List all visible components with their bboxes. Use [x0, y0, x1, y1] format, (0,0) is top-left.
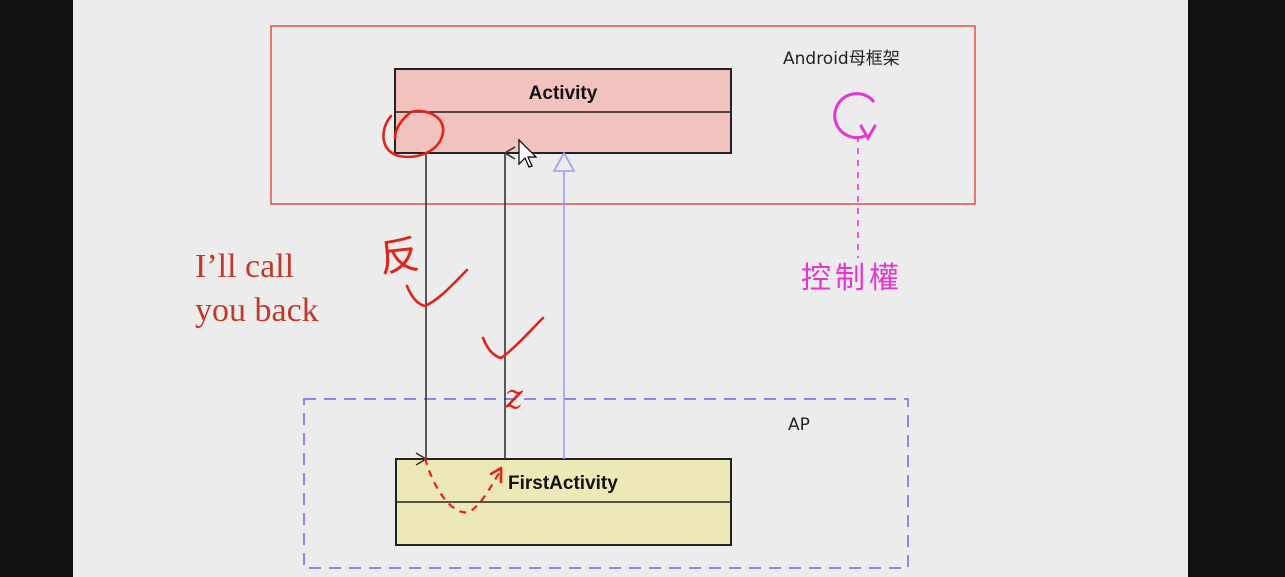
- control-label: 控制權: [801, 261, 903, 296]
- uml-diagram: Android母框架 Activity AP FirstActivity 控制權…: [195, 25, 976, 569]
- handwritten-reverse-char: 反: [377, 232, 422, 282]
- framework-box: [270, 25, 976, 205]
- handwritten-check-mark-2: [481, 316, 545, 360]
- ap-box: [303, 398, 909, 569]
- handwritten-circle-mark: [382, 109, 445, 159]
- mouse-cursor-icon: [518, 138, 538, 168]
- first-activity-class-name: FirstActivity: [508, 473, 618, 494]
- activity-class-box: Activity: [394, 68, 732, 154]
- handwritten-check-mark-1: [405, 268, 469, 308]
- callback-annotation-line2: you back: [195, 292, 319, 329]
- activity-class-name: Activity: [529, 83, 598, 104]
- callback-annotation-line1: I’ll call: [195, 248, 294, 285]
- inheritance-arrow: [552, 151, 576, 459]
- handwritten-dashed-curve: [423, 457, 502, 514]
- control-cycle-icon: [833, 92, 877, 141]
- handwritten-mark-char: z: [504, 377, 524, 417]
- handwritten-dashed-curve-arrowhead: [489, 466, 503, 484]
- first-activity-class-box: FirstActivity: [395, 458, 732, 546]
- framework-label: Android母框架: [783, 49, 900, 69]
- ap-label: AP: [788, 415, 810, 435]
- presentation-slide: Android母框架 Activity AP FirstActivity 控制權…: [73, 0, 1188, 577]
